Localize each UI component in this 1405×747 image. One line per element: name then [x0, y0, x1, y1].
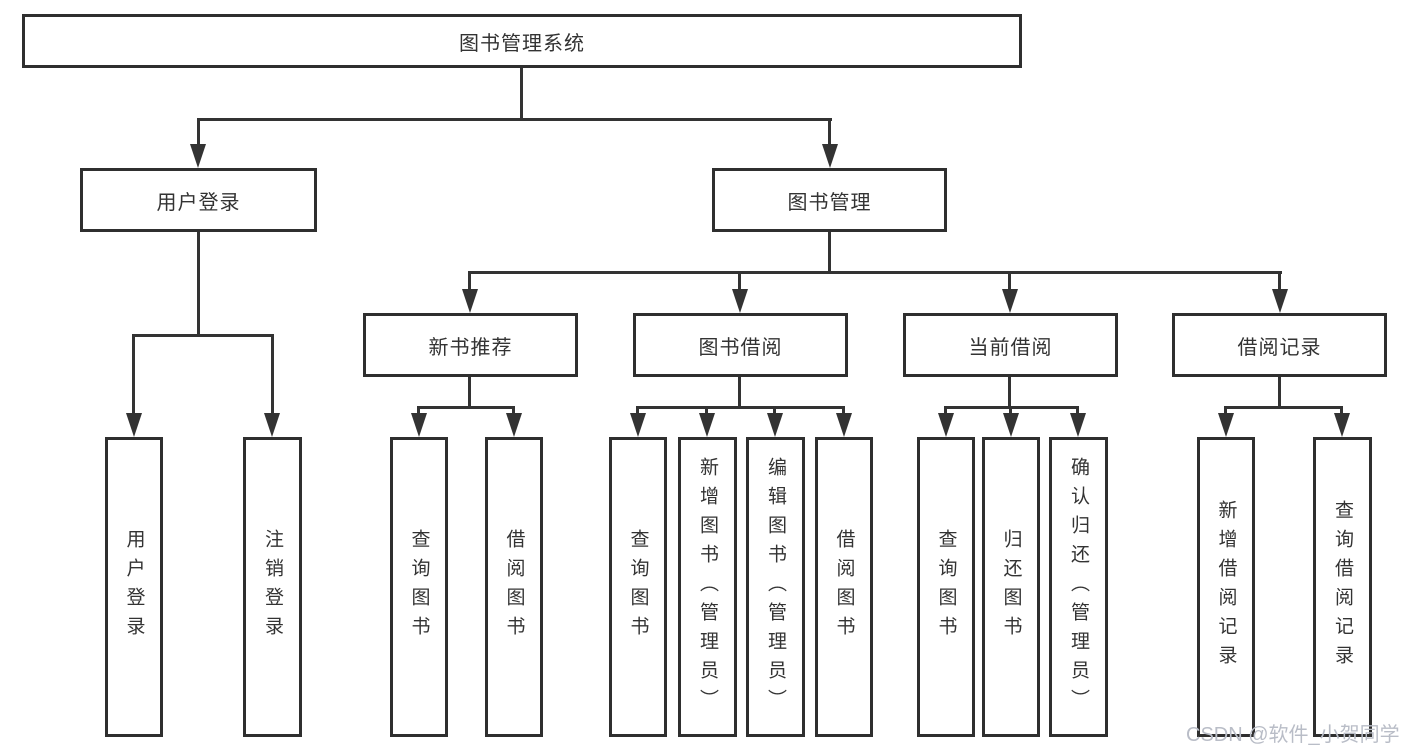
- arrow-down-icon: [630, 413, 646, 437]
- leaf-logout-label: 注销登录: [262, 529, 283, 645]
- connector-leaf-stem: [773, 406, 776, 416]
- leaf-query-books-borrow: 查询图书: [609, 437, 667, 737]
- arrow-down-icon: [732, 289, 748, 313]
- connector-stem: [738, 271, 741, 293]
- node-root: 图书管理系统: [22, 14, 1022, 68]
- connector-stem: [1008, 377, 1011, 408]
- connector-leaf-stem: [271, 334, 274, 416]
- arrow-down-icon: [767, 413, 783, 437]
- node-book-borrow: 图书借阅: [633, 313, 848, 377]
- connector-root-stem: [520, 68, 523, 120]
- connector-leaf-stem: [1009, 406, 1012, 416]
- node-borrow-records: 借阅记录: [1172, 313, 1387, 377]
- leaf-edit-book-admin-label: 编辑图书（管理员）: [765, 456, 786, 718]
- connector-leaf-stem: [842, 406, 845, 416]
- connector-stem: [738, 377, 741, 408]
- connector-bar: [419, 406, 515, 409]
- leaf-add-book-admin-label: 新增图书（管理员）: [697, 456, 718, 718]
- connector-leaf-stem: [705, 406, 708, 416]
- arrow-down-icon: [1272, 289, 1288, 313]
- leaf-query-books-borrow-label: 查询图书: [627, 529, 649, 645]
- leaf-borrow-books-label: 借阅图书: [833, 529, 855, 645]
- connector-leaf-stem: [1340, 406, 1343, 416]
- leaf-query-books-current-label: 查询图书: [935, 529, 957, 645]
- leaf-return-books-label: 归还图书: [1000, 529, 1022, 645]
- leaf-borrow-books-recommend-label: 借阅图书: [503, 529, 525, 645]
- connector-level1-bar: [197, 118, 832, 121]
- arrow-down-icon: [938, 413, 954, 437]
- arrow-down-icon: [1218, 413, 1234, 437]
- arrow-down-icon: [462, 289, 478, 313]
- connector-stem: [1278, 271, 1281, 293]
- arrow-down-icon: [126, 413, 142, 437]
- arrow-down-icon: [1003, 413, 1019, 437]
- connector-user-login-stem: [197, 232, 200, 336]
- node-book-management: 图书管理: [712, 168, 947, 232]
- csdn-watermark: CSDN @软件_小贺同学: [1186, 724, 1400, 746]
- connector-user-login-bar: [134, 334, 274, 337]
- leaf-add-borrow-record-label: 新增借阅记录: [1215, 500, 1237, 674]
- leaf-query-books-current: 查询图书: [917, 437, 975, 737]
- leaf-query-books-recommend-label: 查询图书: [408, 529, 430, 645]
- node-user-login-label: 用户登录: [156, 191, 241, 214]
- leaf-logout: 注销登录: [243, 437, 302, 737]
- node-new-book-recommend: 新书推荐: [363, 313, 578, 377]
- connector-leaf-stem: [417, 406, 420, 416]
- connector-bar: [946, 406, 1079, 409]
- arrow-down-icon: [822, 144, 838, 168]
- leaf-confirm-return-admin-label: 确认归还（管理员）: [1068, 456, 1089, 718]
- connector-leaf-stem: [1224, 406, 1227, 416]
- arrow-down-icon: [264, 413, 280, 437]
- connector-stem: [1278, 377, 1281, 408]
- leaf-confirm-return-admin: 确认归还（管理员）: [1049, 437, 1108, 737]
- connector-bar: [1226, 406, 1343, 409]
- connector-stem: [468, 377, 471, 408]
- arrow-down-icon: [699, 413, 715, 437]
- connector-book-mgmt-stem: [828, 232, 831, 273]
- node-current-borrow-label: 当前借阅: [968, 336, 1053, 359]
- arrow-down-icon: [1334, 413, 1350, 437]
- leaf-user-login: 用户登录: [105, 437, 163, 737]
- node-user-login: 用户登录: [80, 168, 317, 232]
- arrow-down-icon: [411, 413, 427, 437]
- arrow-down-icon: [836, 413, 852, 437]
- connector-stem: [1008, 271, 1011, 293]
- node-borrow-records-label: 借阅记录: [1237, 336, 1322, 359]
- node-book-management-label: 图书管理: [787, 191, 872, 214]
- connector-leaf-stem: [132, 334, 135, 416]
- arrow-down-icon: [1002, 289, 1018, 313]
- connector-leaf-stem: [512, 406, 515, 416]
- leaf-borrow-books: 借阅图书: [815, 437, 873, 737]
- connector-leaf-stem: [1076, 406, 1079, 416]
- node-current-borrow: 当前借阅: [903, 313, 1118, 377]
- connector-level2-bar: [470, 271, 1282, 274]
- leaf-return-books: 归还图书: [982, 437, 1040, 737]
- connector-bar: [638, 406, 845, 409]
- leaf-query-books-recommend: 查询图书: [390, 437, 448, 737]
- leaf-borrow-books-recommend: 借阅图书: [485, 437, 543, 737]
- leaf-add-book-admin: 新增图书（管理员）: [678, 437, 737, 737]
- leaf-add-borrow-record: 新增借阅记录: [1197, 437, 1255, 737]
- connector-leaf-stem: [944, 406, 947, 416]
- connector-stem-book-mgmt: [828, 118, 831, 148]
- leaf-edit-book-admin: 编辑图书（管理员）: [746, 437, 805, 737]
- connector-stem-user-login: [197, 118, 200, 148]
- arrow-down-icon: [1070, 413, 1086, 437]
- node-book-borrow-label: 图书借阅: [698, 336, 783, 359]
- node-new-book-recommend-label: 新书推荐: [428, 336, 513, 359]
- connector-leaf-stem: [636, 406, 639, 416]
- arrow-down-icon: [190, 144, 206, 168]
- arrow-down-icon: [506, 413, 522, 437]
- leaf-user-login-label: 用户登录: [123, 529, 145, 645]
- leaf-query-borrow-record: 查询借阅记录: [1313, 437, 1372, 737]
- connector-stem: [468, 271, 471, 293]
- node-root-label: 图书管理系统: [459, 32, 585, 55]
- leaf-query-borrow-record-label: 查询借阅记录: [1332, 500, 1353, 674]
